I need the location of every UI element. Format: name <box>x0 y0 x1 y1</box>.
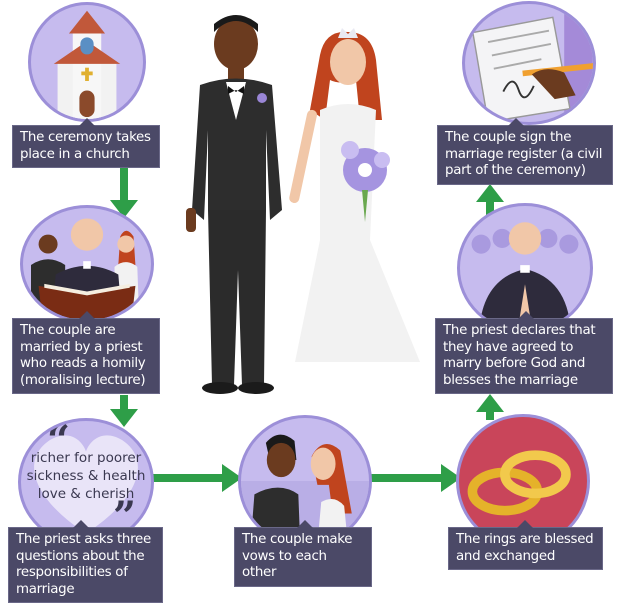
close-quote-icon: ” <box>113 493 137 540</box>
priest-blessing-circle <box>457 203 593 333</box>
step-label-questions: The priest asks three questions about th… <box>8 527 163 603</box>
vow-line: love & cherish <box>37 486 135 502</box>
priest-homily-circle <box>20 205 154 323</box>
step-label-vows: The couple make vows to each other <box>234 527 372 587</box>
arrow-down-1 <box>110 166 138 218</box>
bouquet-icon <box>341 141 390 222</box>
arrow-right-2 <box>371 464 461 492</box>
arrow-right-1 <box>152 464 242 492</box>
vows-questions-circle: “ richer for poorer sickness & health lo… <box>18 418 154 546</box>
step-label-church: The ceremony takes place in a church <box>12 125 160 168</box>
vow-line: richer for poorer <box>30 450 142 466</box>
priest-reading-icon <box>31 218 140 320</box>
step-label-register: The couple sign the marriage register (a… <box>437 125 613 185</box>
arrow-up-1 <box>476 394 504 420</box>
vows-text: richer for poorer sickness & health love… <box>21 449 151 503</box>
register-circle <box>462 1 596 125</box>
heart-icon <box>34 435 138 534</box>
bride-and-groom-illustration <box>186 15 420 394</box>
step-label-blessing: The priest declares that they have agree… <box>435 318 613 394</box>
wedding-rings-icon <box>467 450 571 516</box>
vow-line: sickness & health <box>26 468 146 484</box>
church-circle <box>28 2 146 122</box>
open-quote-icon: “ <box>47 418 71 464</box>
step-label-homily: The couple are married by a priest who r… <box>12 318 160 394</box>
signing-register-icon <box>472 4 593 122</box>
church-icon <box>53 10 121 119</box>
step-label-rings: The rings are blessed and exchanged <box>448 527 603 570</box>
arrow-up-2 <box>476 184 504 218</box>
couple-vows-circle <box>238 415 372 547</box>
arrow-down-2 <box>110 395 138 427</box>
